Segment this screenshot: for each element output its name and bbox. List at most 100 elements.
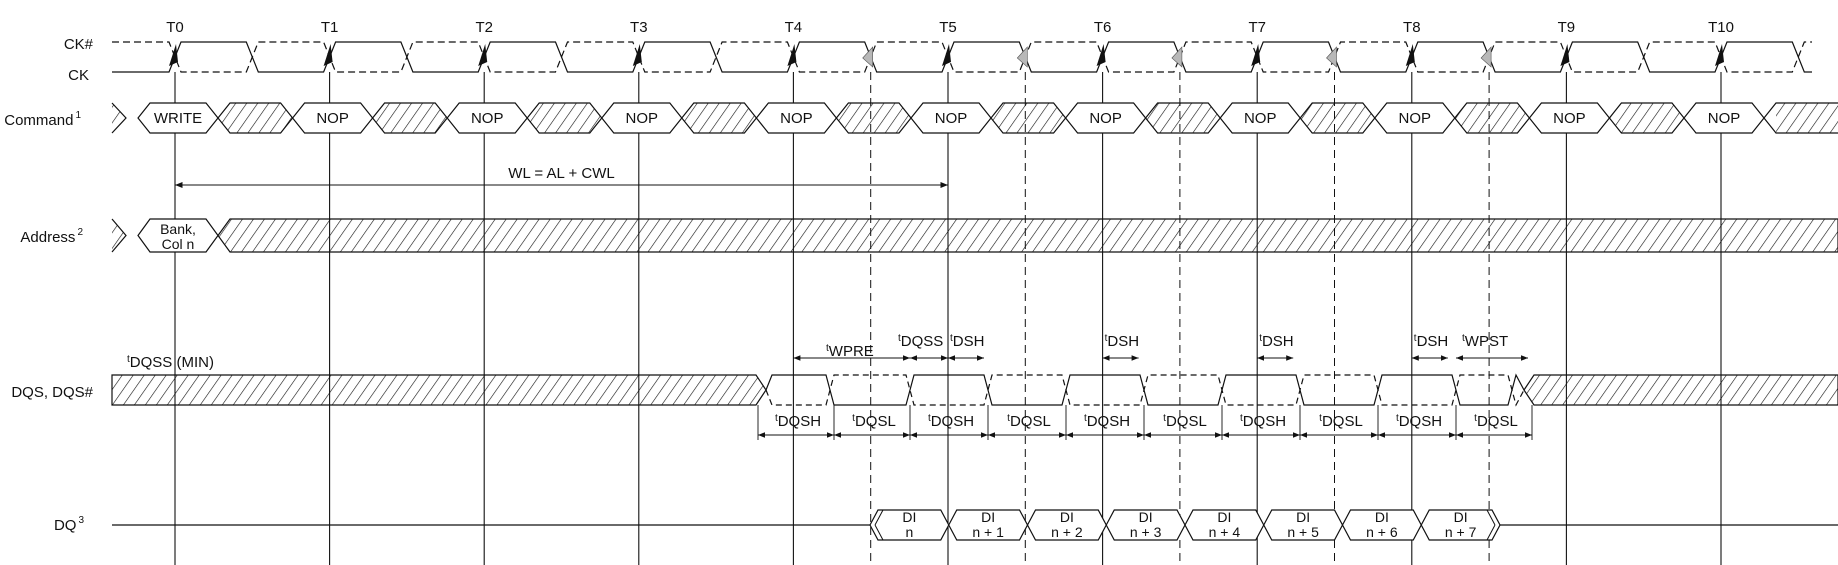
tick-label-t5: T5 <box>939 19 957 36</box>
command-dontcare-1 <box>371 102 448 134</box>
ck-edge-arrow-7 <box>1251 44 1261 66</box>
ck-edge-arrow-9 <box>1560 44 1570 66</box>
write-latency-span: WL = AL + CWL <box>175 165 948 189</box>
command-text-5: NOP <box>935 110 968 127</box>
ck-fall-arrow-5 <box>1016 46 1028 68</box>
ck-edge-arrow-10 <box>1715 44 1724 66</box>
tdqss-min-label: tDQSS (MIN) <box>127 354 214 371</box>
dq-end-mark <box>1486 509 1496 541</box>
command-tail-hatch <box>1776 103 1838 133</box>
address-line1: Bank, <box>160 221 196 237</box>
command-dontcare-8 <box>1454 102 1531 134</box>
ck-fall-arrow-8 <box>1480 46 1492 68</box>
ck-edge-arrow-3 <box>632 44 642 66</box>
wl-label: WL = AL + CWL <box>508 165 614 182</box>
tdqsl-label-1: tDQSL <box>852 413 896 430</box>
ck-fall-arrow-6 <box>1171 46 1183 68</box>
ck-edge-arrow-8 <box>1405 44 1415 66</box>
ck-edge-arrow-1 <box>323 44 333 66</box>
command-text-3: NOP <box>626 110 659 127</box>
command-dontcare-7 <box>1299 102 1376 134</box>
dq-cell-text-a-2: DI <box>1060 509 1074 525</box>
command-text-4: NOP <box>780 110 813 127</box>
command-dontcare-6 <box>1144 102 1221 134</box>
command-dontcare-0 <box>217 102 294 134</box>
ck-edge-arrow-5 <box>942 44 951 66</box>
twpst-label: tWPST <box>1462 333 1508 350</box>
tick-label-t10: T10 <box>1708 19 1734 36</box>
tdqsl-label-9: tDQSL <box>1474 413 1518 430</box>
dq-cell-text-a-3: DI <box>1139 509 1153 525</box>
tick-label-t4: T4 <box>785 19 803 36</box>
tdsh-label-3: tDSH <box>1414 333 1448 350</box>
command-text-10: NOP <box>1708 110 1741 127</box>
ck-wave <box>112 41 1812 73</box>
dq-cell-7 <box>1420 509 1501 541</box>
twpre-label: tWPRE <box>826 343 874 360</box>
command-text-0: WRITE <box>154 110 202 127</box>
dqs-wave <box>765 373 1525 406</box>
ck-edge-arrow-0 <box>169 44 178 66</box>
dq-cell-text-b-7: n + 7 <box>1445 524 1477 540</box>
tick-label-t0: T0 <box>166 19 184 36</box>
command-dontcare-2 <box>526 102 603 134</box>
clock-waveform <box>112 41 1812 73</box>
dqs-dontcare-left <box>111 374 767 406</box>
tdqsl-label-3: tDQSL <box>1007 413 1051 430</box>
ck-edge-arrow-4 <box>787 44 797 66</box>
ck-n-wave <box>112 41 1812 73</box>
dq-cell-text-a-4: DI <box>1217 509 1231 525</box>
tdqsh-label-8: tDQSH <box>1396 413 1442 430</box>
command-text-1: NOP <box>316 110 349 127</box>
dqs-waveform: tDQSS (MIN) tDQSH tDQSL tDQSH tDQSL tDQSH tDQS… <box>111 333 1838 440</box>
address-lead <box>111 218 127 253</box>
dq-cell-text-a-6: DI <box>1375 509 1389 525</box>
command-text-2: NOP <box>471 110 504 127</box>
tdsh-label-0: tDSH <box>950 333 984 350</box>
tick-label-t3: T3 <box>630 19 648 36</box>
dq-cell-text-a-7: DI <box>1454 509 1468 525</box>
address-line2: Col n <box>162 236 195 252</box>
tdsh-label-1: tDSH <box>1105 333 1139 350</box>
dq-cell-text-a-0: DI <box>902 509 916 525</box>
ck-n-label: CK# <box>64 36 94 53</box>
command-text-7: NOP <box>1244 110 1277 127</box>
dq-cell-text-b-1: n + 1 <box>972 524 1004 540</box>
tdqsl-label-7: tDQSL <box>1319 413 1363 430</box>
dqs-n-wave <box>765 374 1525 407</box>
tdqss-label: tDQSS <box>898 333 943 350</box>
address-dontcare <box>217 218 1838 253</box>
tick-label-t7: T7 <box>1248 19 1266 36</box>
command-text-8: NOP <box>1399 110 1432 127</box>
dq-start-mark <box>874 509 884 541</box>
dqs-label: DQS, DQS# <box>11 384 93 401</box>
dq-cell-text-a-1: DI <box>981 509 995 525</box>
ck-fall-arrow-7 <box>1326 46 1337 68</box>
command-dontcare-3 <box>681 102 758 134</box>
tdqsh-label-2: tDQSH <box>928 413 974 430</box>
ck-edge-arrow-6 <box>1096 44 1106 66</box>
tick-label-t8: T8 <box>1403 19 1421 36</box>
dqs-dontcare-right <box>1523 374 1838 406</box>
tick-label-t9: T9 <box>1558 19 1576 36</box>
tdsh-label-2: tDSH <box>1259 333 1293 350</box>
command-text-6: NOP <box>1089 110 1122 127</box>
clock-edge-gridlines <box>174 72 1722 565</box>
tdqsl-label-5: tDQSL <box>1163 413 1207 430</box>
ck-edge-arrow-2 <box>478 44 488 66</box>
command-dontcare-4 <box>835 102 912 134</box>
tdqsh-label-0: tDQSH <box>775 413 821 430</box>
ck-fall-arrow-4 <box>862 46 873 68</box>
address-bus: Bank,Col n <box>111 218 1838 253</box>
tdqsh-label-4: tDQSH <box>1084 413 1130 430</box>
dq-cell-text-b-0: n <box>905 524 913 540</box>
dq-cell-text-b-3: n + 3 <box>1130 524 1162 540</box>
dq-cell-text-b-6: n + 6 <box>1366 524 1398 540</box>
tick-label-t6: T6 <box>1094 19 1112 36</box>
command-lead <box>111 102 127 134</box>
